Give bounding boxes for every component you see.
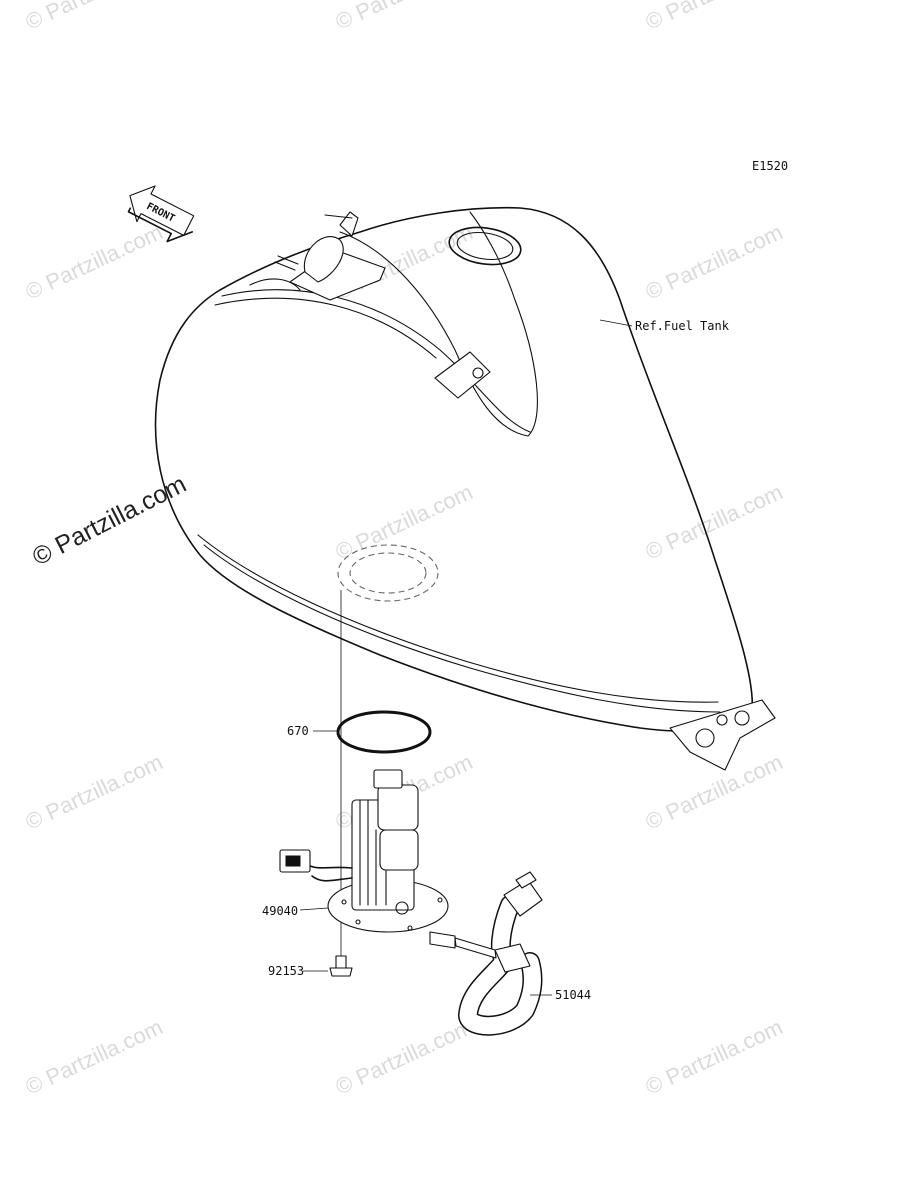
part-670-o-ring: 670 bbox=[287, 710, 432, 754]
part-49040-fuel-pump: 49040 bbox=[262, 769, 456, 949]
part-number-670: 670 bbox=[287, 724, 309, 738]
watermark: © Partzilla.com bbox=[642, 219, 787, 304]
watermark: © Partzilla.com bbox=[642, 0, 787, 35]
part-number-92153: 92153 bbox=[268, 964, 304, 978]
front-arrow-icon: FRONT bbox=[127, 185, 195, 243]
watermark: © Partzilla.com bbox=[22, 0, 167, 35]
watermark: © Partzilla.com bbox=[642, 1014, 787, 1099]
watermark: © Partzilla.com bbox=[22, 749, 167, 834]
part-number-51044: 51044 bbox=[555, 988, 591, 1002]
fuel-tank bbox=[154, 206, 776, 771]
watermark: © Partzilla.com bbox=[642, 479, 787, 564]
watermark: © Partzilla.com bbox=[22, 1014, 167, 1099]
tank-top-bracket bbox=[249, 211, 386, 301]
part-number-49040: 49040 bbox=[262, 904, 298, 918]
label-ref-fuel-tank: Ref.Fuel Tank bbox=[599, 319, 730, 333]
tank-mounting-bracket bbox=[669, 699, 776, 771]
watermark: © Partzilla.com bbox=[332, 1014, 477, 1099]
svg-text:Ref.Fuel Tank: Ref.Fuel Tank bbox=[635, 319, 730, 333]
part-92153-bolt: 92153 bbox=[268, 955, 353, 978]
watermark-large: © Partzilla.com bbox=[28, 470, 191, 571]
watermarks: © Partzilla.com © Partzilla.com © Partzi… bbox=[22, 0, 787, 1100]
diagram-code: E1520 bbox=[752, 159, 788, 173]
watermark: © Partzilla.com bbox=[332, 0, 477, 35]
watermark: © Partzilla.com bbox=[332, 479, 477, 564]
part-51044-fuel-hose: 51044 bbox=[454, 871, 591, 1036]
watermark: © Partzilla.com bbox=[22, 219, 167, 304]
